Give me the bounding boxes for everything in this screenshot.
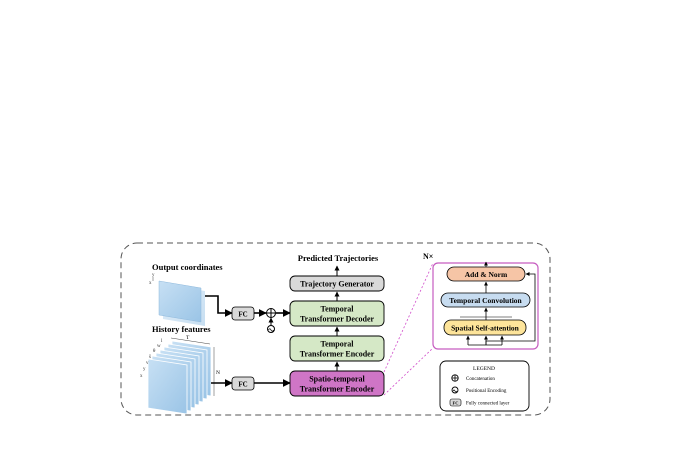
feature-letter: l (161, 339, 163, 344)
zoom-line-top (383, 262, 434, 373)
fc-box-top: FC (231, 306, 255, 321)
feature-letter: w (157, 344, 161, 349)
svg-text:Temporal: Temporal (320, 340, 354, 349)
concatenation-icon (266, 308, 276, 318)
svg-text:Temporal Convolution: Temporal Convolution (449, 296, 522, 305)
positional-encoding-icon (451, 386, 459, 394)
temporal-convolution-block: Temporal Convolution (440, 292, 531, 308)
svg-text:Add & Norm: Add & Norm (465, 270, 508, 279)
history-features-stack: T N x y v ŝ θ w l (140, 335, 220, 415)
feature-letter: y (143, 367, 146, 372)
legend-item-label: Concatenation (466, 377, 495, 382)
positional-encoding-icon (267, 325, 275, 333)
legend-item-label: Fully connected layer (466, 402, 510, 407)
output-coordinates-label: Output coordinates (152, 262, 223, 272)
attention-input-arrows (466, 335, 504, 346)
output-to-fc-connector (205, 295, 233, 317)
svg-text:Transformer Decoder: Transformer Decoder (300, 315, 375, 324)
legend: LEGEND Concatenation Positional Encoding… (439, 360, 530, 412)
legend-box (439, 360, 530, 412)
fc-layer-icon: FC (449, 398, 462, 407)
time-dimension-label: T (186, 335, 190, 341)
temporal-transformer-decoder-block: Temporal Transformer Decoder (289, 300, 385, 327)
feature-letter: x (140, 374, 143, 379)
legend-title: LEGEND (473, 366, 495, 372)
output-x-axis-label: x (149, 281, 152, 286)
agents-dimension-label: N (216, 370, 220, 376)
legend-item-label: Positional Encoding (466, 389, 507, 394)
trajectory-generator-label: Trajectory Generator (300, 280, 374, 289)
predicted-trajectories-label: Predicted Trajectories (298, 253, 379, 263)
zoom-line-bottom (383, 347, 434, 396)
output-coordinates-plane: y x (149, 273, 205, 326)
svg-text:Spatial Self-attention: Spatial Self-attention (451, 324, 520, 333)
svg-text:FC: FC (238, 311, 247, 319)
feature-letter: v (146, 361, 149, 366)
output-y-axis-label: y (152, 273, 155, 278)
svg-text:Spatio-temporal: Spatio-temporal (309, 375, 365, 384)
concatenation-icon (451, 374, 459, 382)
trajectory-generator-block: Trajectory Generator (289, 275, 385, 292)
fc-box-bottom: FC (231, 376, 255, 391)
svg-text:Transformer Encoder: Transformer Encoder (300, 385, 375, 394)
spatial-self-attention-block: Spatial Self-attention (443, 319, 527, 336)
svg-text:Transformer Encoder: Transformer Encoder (300, 350, 375, 359)
feature-letter: ŝ (149, 355, 151, 360)
history-features-label: History features (152, 324, 211, 334)
svg-text:Temporal: Temporal (320, 305, 354, 314)
outer-dashed-frame (120, 242, 551, 416)
add-norm-block: Add & Norm (446, 266, 526, 282)
temporal-transformer-encoder-block: Temporal Transformer Encoder (289, 335, 385, 362)
feature-letter: θ (153, 349, 156, 354)
svg-text:FC: FC (238, 381, 247, 389)
svg-text:FC: FC (453, 401, 459, 406)
repeat-count-label: N× (423, 252, 433, 261)
spatio-temporal-transformer-encoder-block: Spatio-temporal Transformer Encoder (289, 370, 385, 397)
